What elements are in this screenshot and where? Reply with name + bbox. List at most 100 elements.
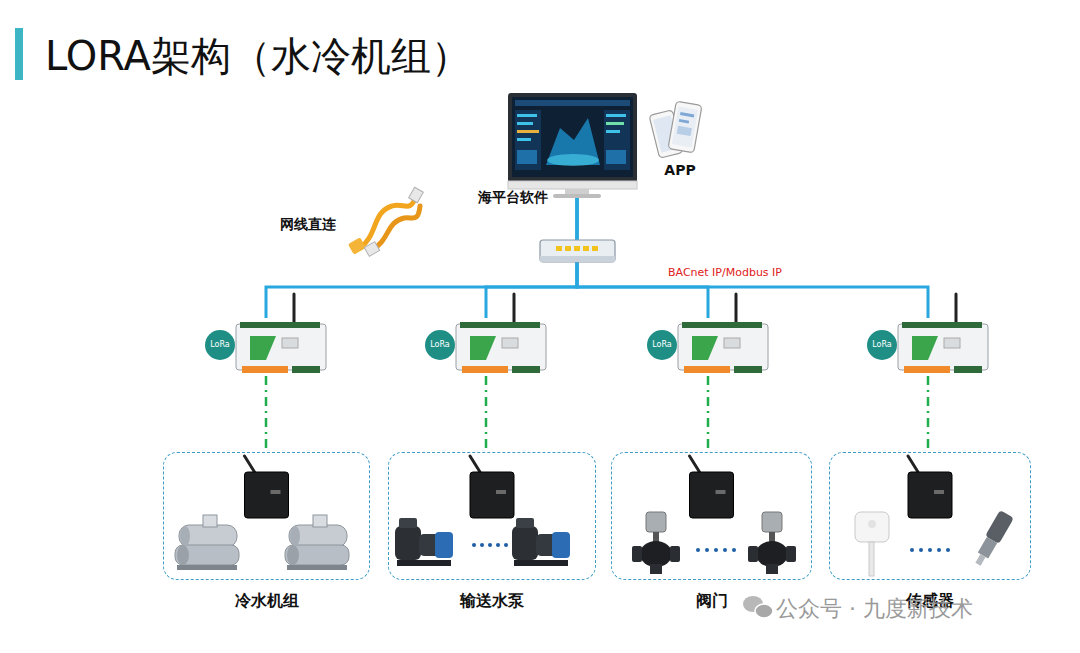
lora-link [485,376,488,452]
chiller-illustration [180,526,190,546]
sensor-illustration [946,548,950,552]
node-label: 冷水机组 [164,591,369,612]
lora-link [707,376,710,452]
monitor-illustration [547,154,599,166]
monitor-illustration [508,93,637,198]
gateway-terminals [292,366,320,373]
antenna [955,294,958,324]
gateway-terminals [512,366,540,373]
pump-illustration [472,543,476,547]
gateway-terminals [240,322,320,328]
sensor-illustration [869,542,874,576]
gateway-device [236,294,988,373]
gateway-display [282,338,298,348]
gateway-terminals [242,366,288,373]
lora-link [265,376,268,452]
valve-illustration [723,548,727,552]
monitor-illustration [517,130,539,133]
terminal-logo [716,490,726,494]
device-group: 阀门 [611,452,812,580]
valve-illustration [670,546,680,562]
lora-link [927,376,930,452]
watermark: 公众号 · 九度新技术 [776,594,973,624]
lora-terminal [245,456,953,518]
terminal-body [245,472,289,518]
valve-illustration [748,546,758,562]
monitor-illustration [606,130,620,133]
valve-illustration [646,512,666,532]
valve-illustration [748,512,796,574]
chiller-illustration [285,515,349,570]
valve-illustration [653,532,659,542]
ethernet-cable-illustration [348,237,366,254]
monitor-illustration [508,181,637,189]
ethernet-connector [266,198,577,318]
pump-illustration [488,543,492,547]
antenna [513,294,516,324]
gateway-body [898,324,988,370]
network-switch [565,246,571,251]
phone-illustration [680,112,694,117]
ethernet-connector [577,198,928,318]
terminal-body [470,472,514,518]
phone-illustration [649,101,702,158]
sensor-illustration [928,548,932,552]
title-bar [15,28,23,80]
valve-illustration [786,546,796,562]
phone-illustration [677,126,692,136]
gateway-terminals [902,322,982,328]
chiller-illustration [203,515,217,527]
valve-illustration [732,548,736,552]
sensor-illustration [868,520,876,528]
monitor-illustration [515,110,541,170]
wechat-icon [743,596,773,618]
ethernet-cable-illustration [348,187,423,256]
wechat-icon [755,604,773,618]
gateway-terminals [460,322,540,328]
gateway-display [502,338,518,348]
monitor-illustration [606,114,626,117]
chiller-illustration [289,525,347,547]
pump-illustration [504,543,508,547]
monitor-illustration [517,114,537,117]
pump-illustration [395,526,421,560]
valve-illustration [650,564,662,574]
monitor-illustration [553,194,601,198]
diagram-title: LORA架构（水冷机组） [45,32,471,80]
valve-illustration [632,546,642,562]
node-label: APP [650,162,710,178]
pump-illustration [480,543,484,547]
gateway-display [944,338,960,348]
monitor-illustration [606,122,624,125]
pump-illustration [514,560,568,566]
ethernet-cable-illustration [372,206,420,250]
pump-illustration [552,532,570,558]
gateway-terminals [954,366,982,373]
gateway-terminals [684,366,730,373]
gateway-stripe [470,336,496,360]
monitor-illustration [517,138,531,141]
network-switch [556,246,562,251]
sensor-illustration [855,512,889,542]
terminal-logo [496,490,506,494]
pump-illustration [512,518,570,566]
valve-illustration [756,541,788,567]
antenna [470,456,480,472]
device-group: 冷水机组 [163,452,370,580]
chiller-illustration [175,515,349,570]
gateway-terminals [734,366,762,373]
valve-illustration [769,532,775,542]
pump-illustration [516,518,534,528]
sensor-illustration [910,548,914,552]
app-node: APP [650,96,710,184]
monitor-illustration [517,122,533,125]
gateway-stripe [250,336,276,360]
pump-illustration [399,518,417,528]
gateway-stripe [692,336,718,360]
valve-illustration [632,512,680,574]
device-group: 输送水泵 [388,452,596,580]
pump-illustration [395,518,453,566]
antenna [690,456,700,472]
